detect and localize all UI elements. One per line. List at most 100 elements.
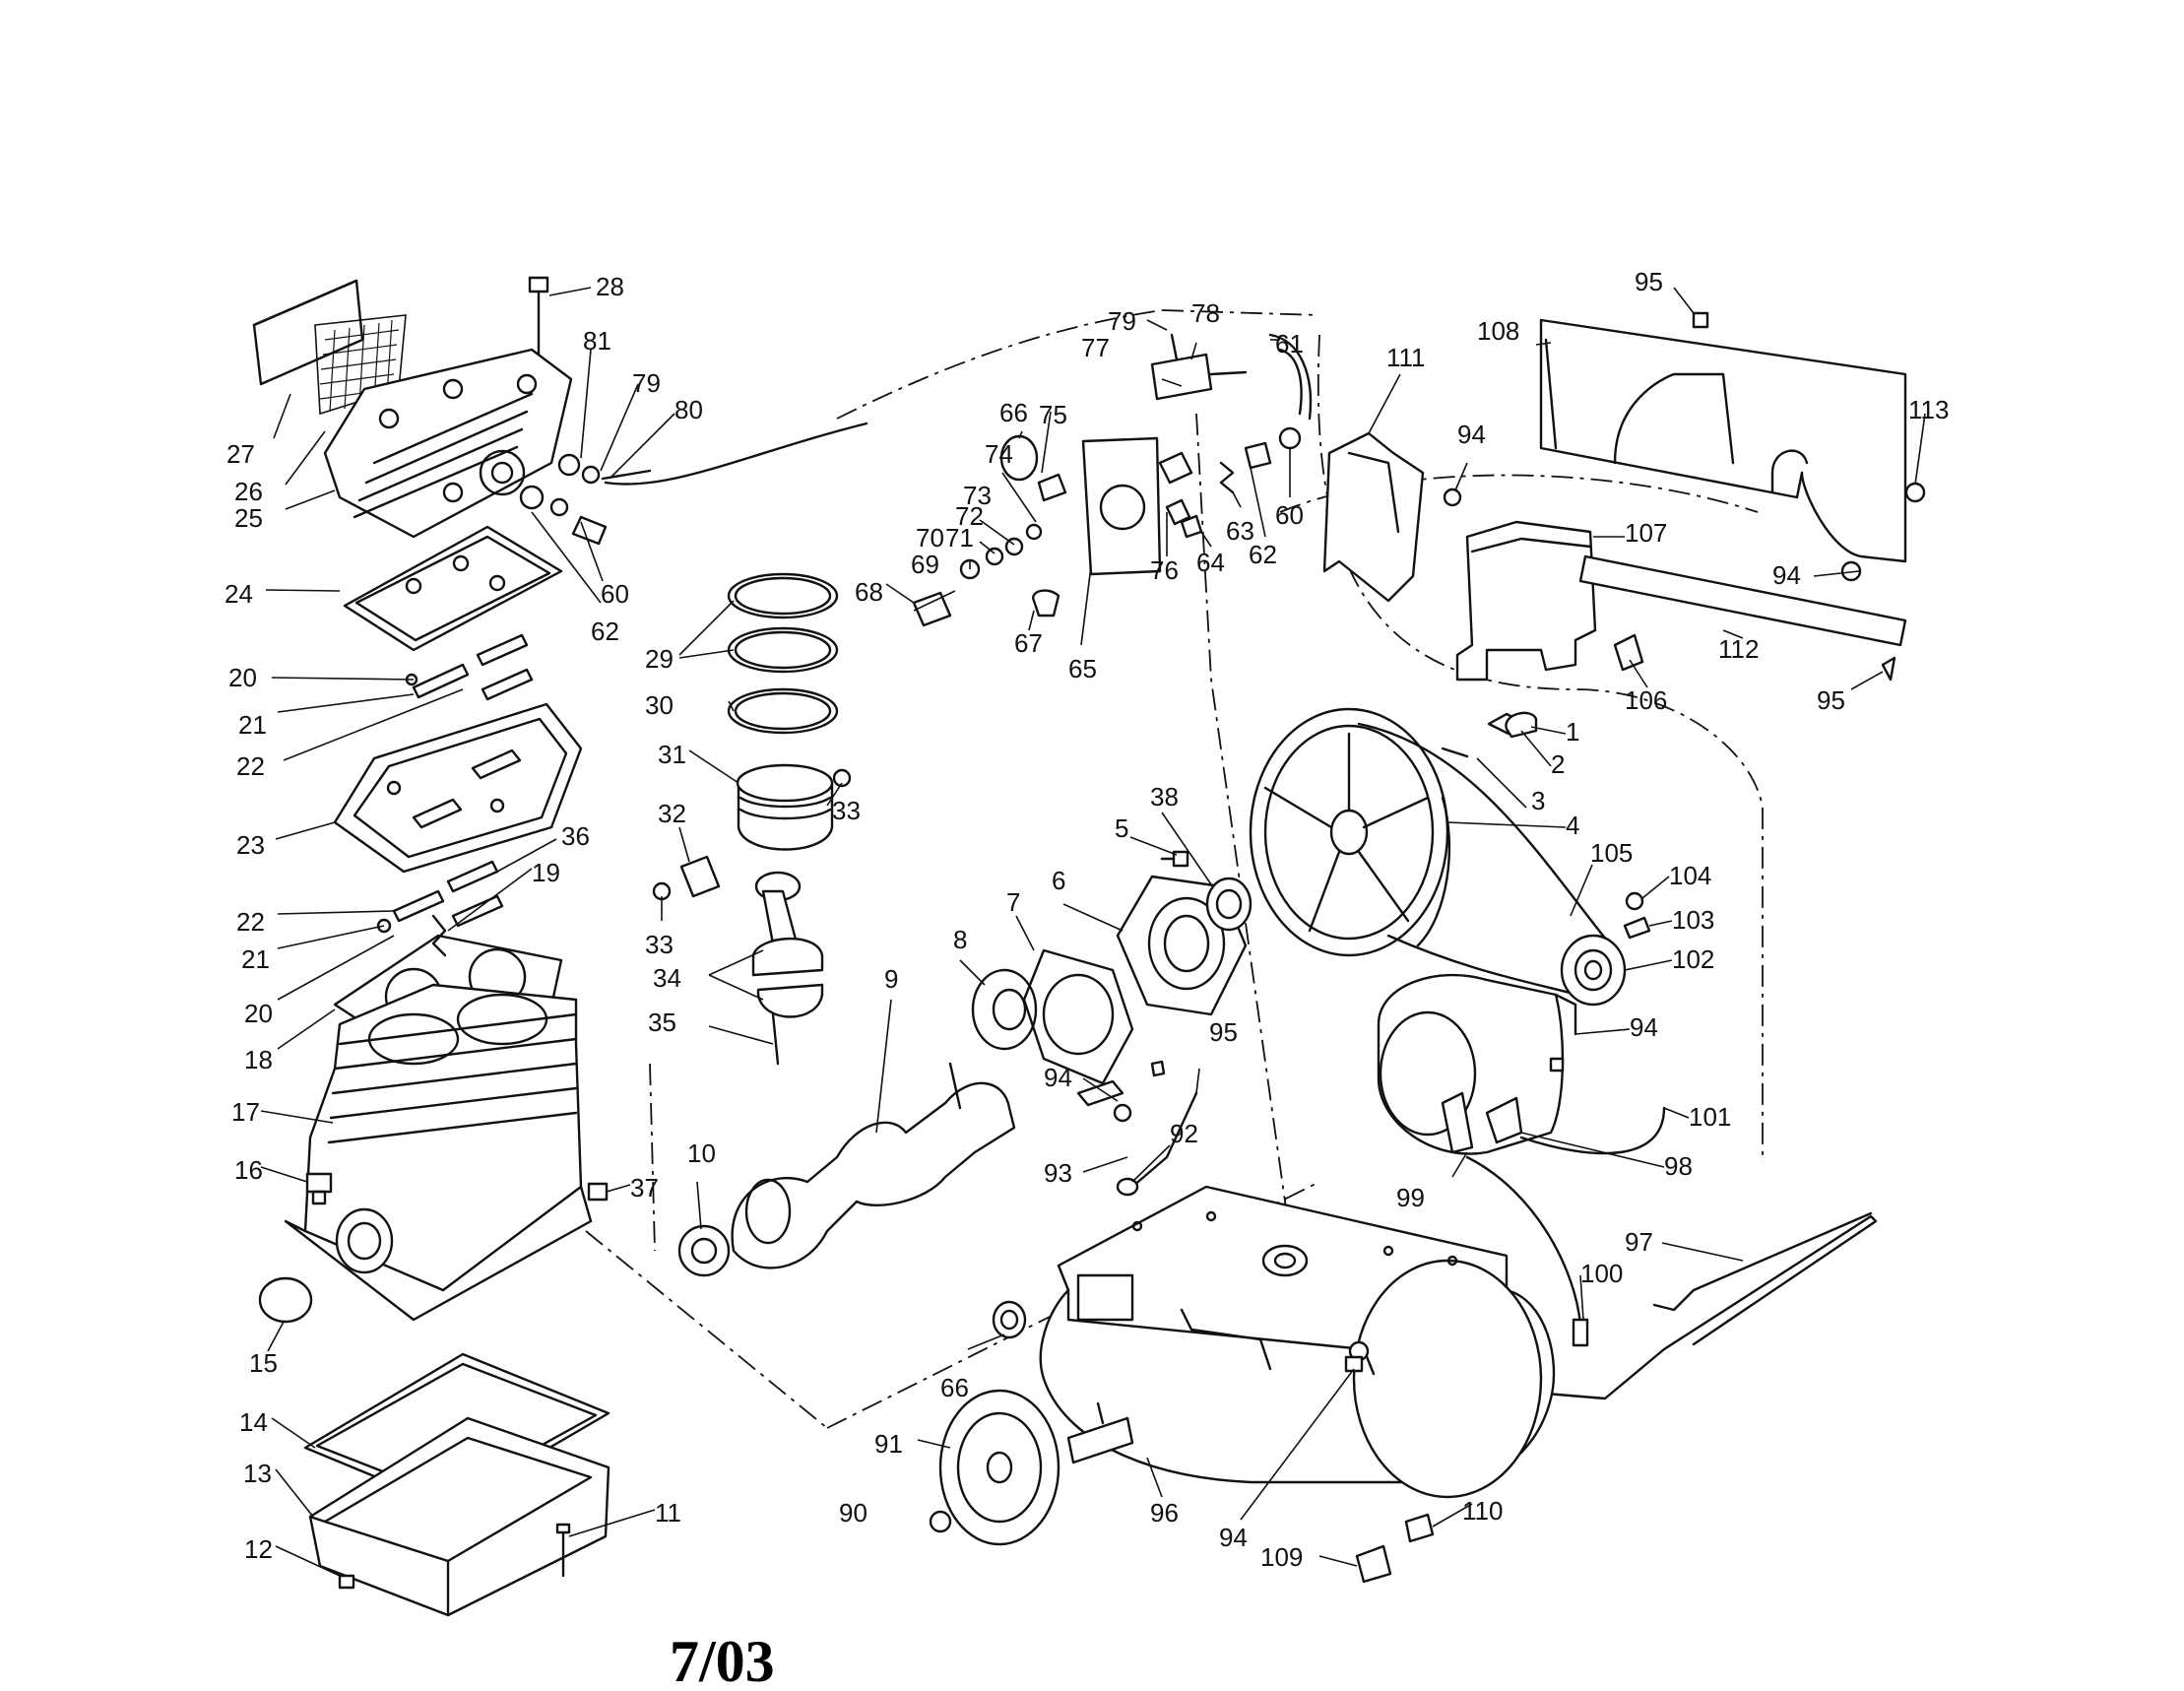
callout-76: 76 [1150,555,1179,585]
piston-rings [727,572,839,735]
callout-100: 100 [1580,1259,1623,1288]
callout-33-lower: 33 [645,930,674,959]
callout-10: 10 [687,1138,716,1168]
callout-80: 80 [674,395,703,424]
callout-27: 27 [226,439,255,469]
crankcase [308,1416,610,1617]
nut-113 [1904,482,1926,503]
callout-101: 101 [1689,1102,1731,1132]
callout-36: 36 [561,821,590,851]
callout-69: 69 [911,550,939,579]
cylinder [284,983,593,1322]
callout-60-b: 60 [1275,500,1304,530]
callout-96: 96 [1150,1498,1179,1528]
callout-30: 30 [645,690,674,720]
reed-valves-lower [376,860,504,957]
callout-31: 31 [658,740,686,769]
callout-65: 65 [1068,654,1097,683]
callout-38: 38 [1150,782,1179,812]
callout-94-d: 94 [1219,1523,1248,1552]
screw-95-right [1881,656,1896,682]
callout-labels: 27 26 25 28 81 79 80 60 62 24 20 21 22 2… [225,267,1949,1572]
callout-22-lower: 22 [236,907,265,937]
cord-101 [1519,1106,1666,1155]
callout-3: 3 [1531,786,1545,815]
callout-37: 37 [630,1173,659,1203]
screw-94-shroud [1443,488,1462,507]
callout-22: 22 [236,751,265,781]
callout-99: 99 [1396,1183,1425,1212]
seal-38 [1205,877,1253,932]
wrist-pin [679,855,721,898]
callout-35: 35 [648,1008,676,1037]
tank-96 [1039,1185,1556,1499]
callout-94-motor: 94 [1630,1012,1658,1042]
bracket-93-92 [1076,1060,1198,1197]
callout-63: 63 [1226,516,1254,546]
clip-106 [1613,633,1644,672]
belt-guard-108 [1539,318,1907,563]
callout-17: 17 [231,1097,260,1127]
foot-110 [1404,1513,1435,1543]
callout-23: 23 [236,830,265,860]
callout-34: 34 [653,963,681,993]
sight-glass-15 [258,1276,313,1324]
screw-94-right [1840,560,1862,582]
callout-4: 4 [1566,811,1579,840]
callout-29: 29 [645,644,674,674]
setscrew-104-103 [1623,891,1651,940]
callout-70: 70 [916,523,944,553]
callout-67: 67 [1014,628,1043,658]
check-valve-78 [1150,333,1248,401]
plug-12 [338,1574,355,1590]
callout-21: 21 [238,710,267,740]
shroud-111 [1322,431,1425,603]
callout-20-lower: 20 [244,999,273,1028]
callout-102: 102 [1672,944,1714,974]
callout-8: 8 [953,925,967,954]
bar-112 [1578,554,1907,647]
callout-75: 75 [1039,400,1067,429]
callout-79-b: 79 [1108,306,1136,336]
crankshaft [731,1062,1016,1269]
callout-90: 90 [839,1498,867,1528]
valve-gasket-upper [343,525,563,652]
head-bolt [528,276,549,357]
callout-20: 20 [228,663,257,692]
bracket-107 [1455,520,1597,682]
callout-60: 60 [601,579,629,609]
callout-106: 106 [1625,685,1667,715]
callout-108: 108 [1477,316,1519,346]
callout-25: 25 [234,503,263,533]
callout-113: 113 [1908,395,1949,424]
callout-26: 26 [234,477,263,506]
callout-97: 97 [1625,1227,1653,1257]
callout-93: 93 [1044,1158,1072,1188]
nut-90 [929,1510,952,1533]
callout-9: 9 [884,964,898,994]
drain-valve-66 [992,1300,1027,1339]
callout-2: 2 [1551,749,1565,779]
callout-18: 18 [244,1045,273,1074]
callout-110: 110 [1462,1496,1503,1526]
tank-leg-109 [1355,1544,1392,1584]
power-cord-100 [1465,1155,1589,1347]
callout-111: 111 [1386,343,1426,372]
motor [1377,973,1577,1155]
callout-104: 104 [1669,861,1711,890]
crank-bearing-10 [677,1224,731,1277]
callout-32: 32 [658,799,686,828]
callout-95-b: 95 [1817,685,1845,715]
breather-plug-16 [305,1172,333,1205]
callout-112: 112 [1718,634,1759,664]
callout-28: 28 [596,272,624,301]
callout-12: 12 [244,1534,273,1564]
motor-pulley-102 [1560,934,1627,1007]
callout-92: 92 [1170,1119,1198,1148]
leader-lines [260,287,1926,1577]
flywheel [1249,707,1451,957]
callout-24: 24 [225,579,253,609]
callout-62-b: 62 [1249,540,1277,569]
main-bearing-8 [971,968,1038,1051]
